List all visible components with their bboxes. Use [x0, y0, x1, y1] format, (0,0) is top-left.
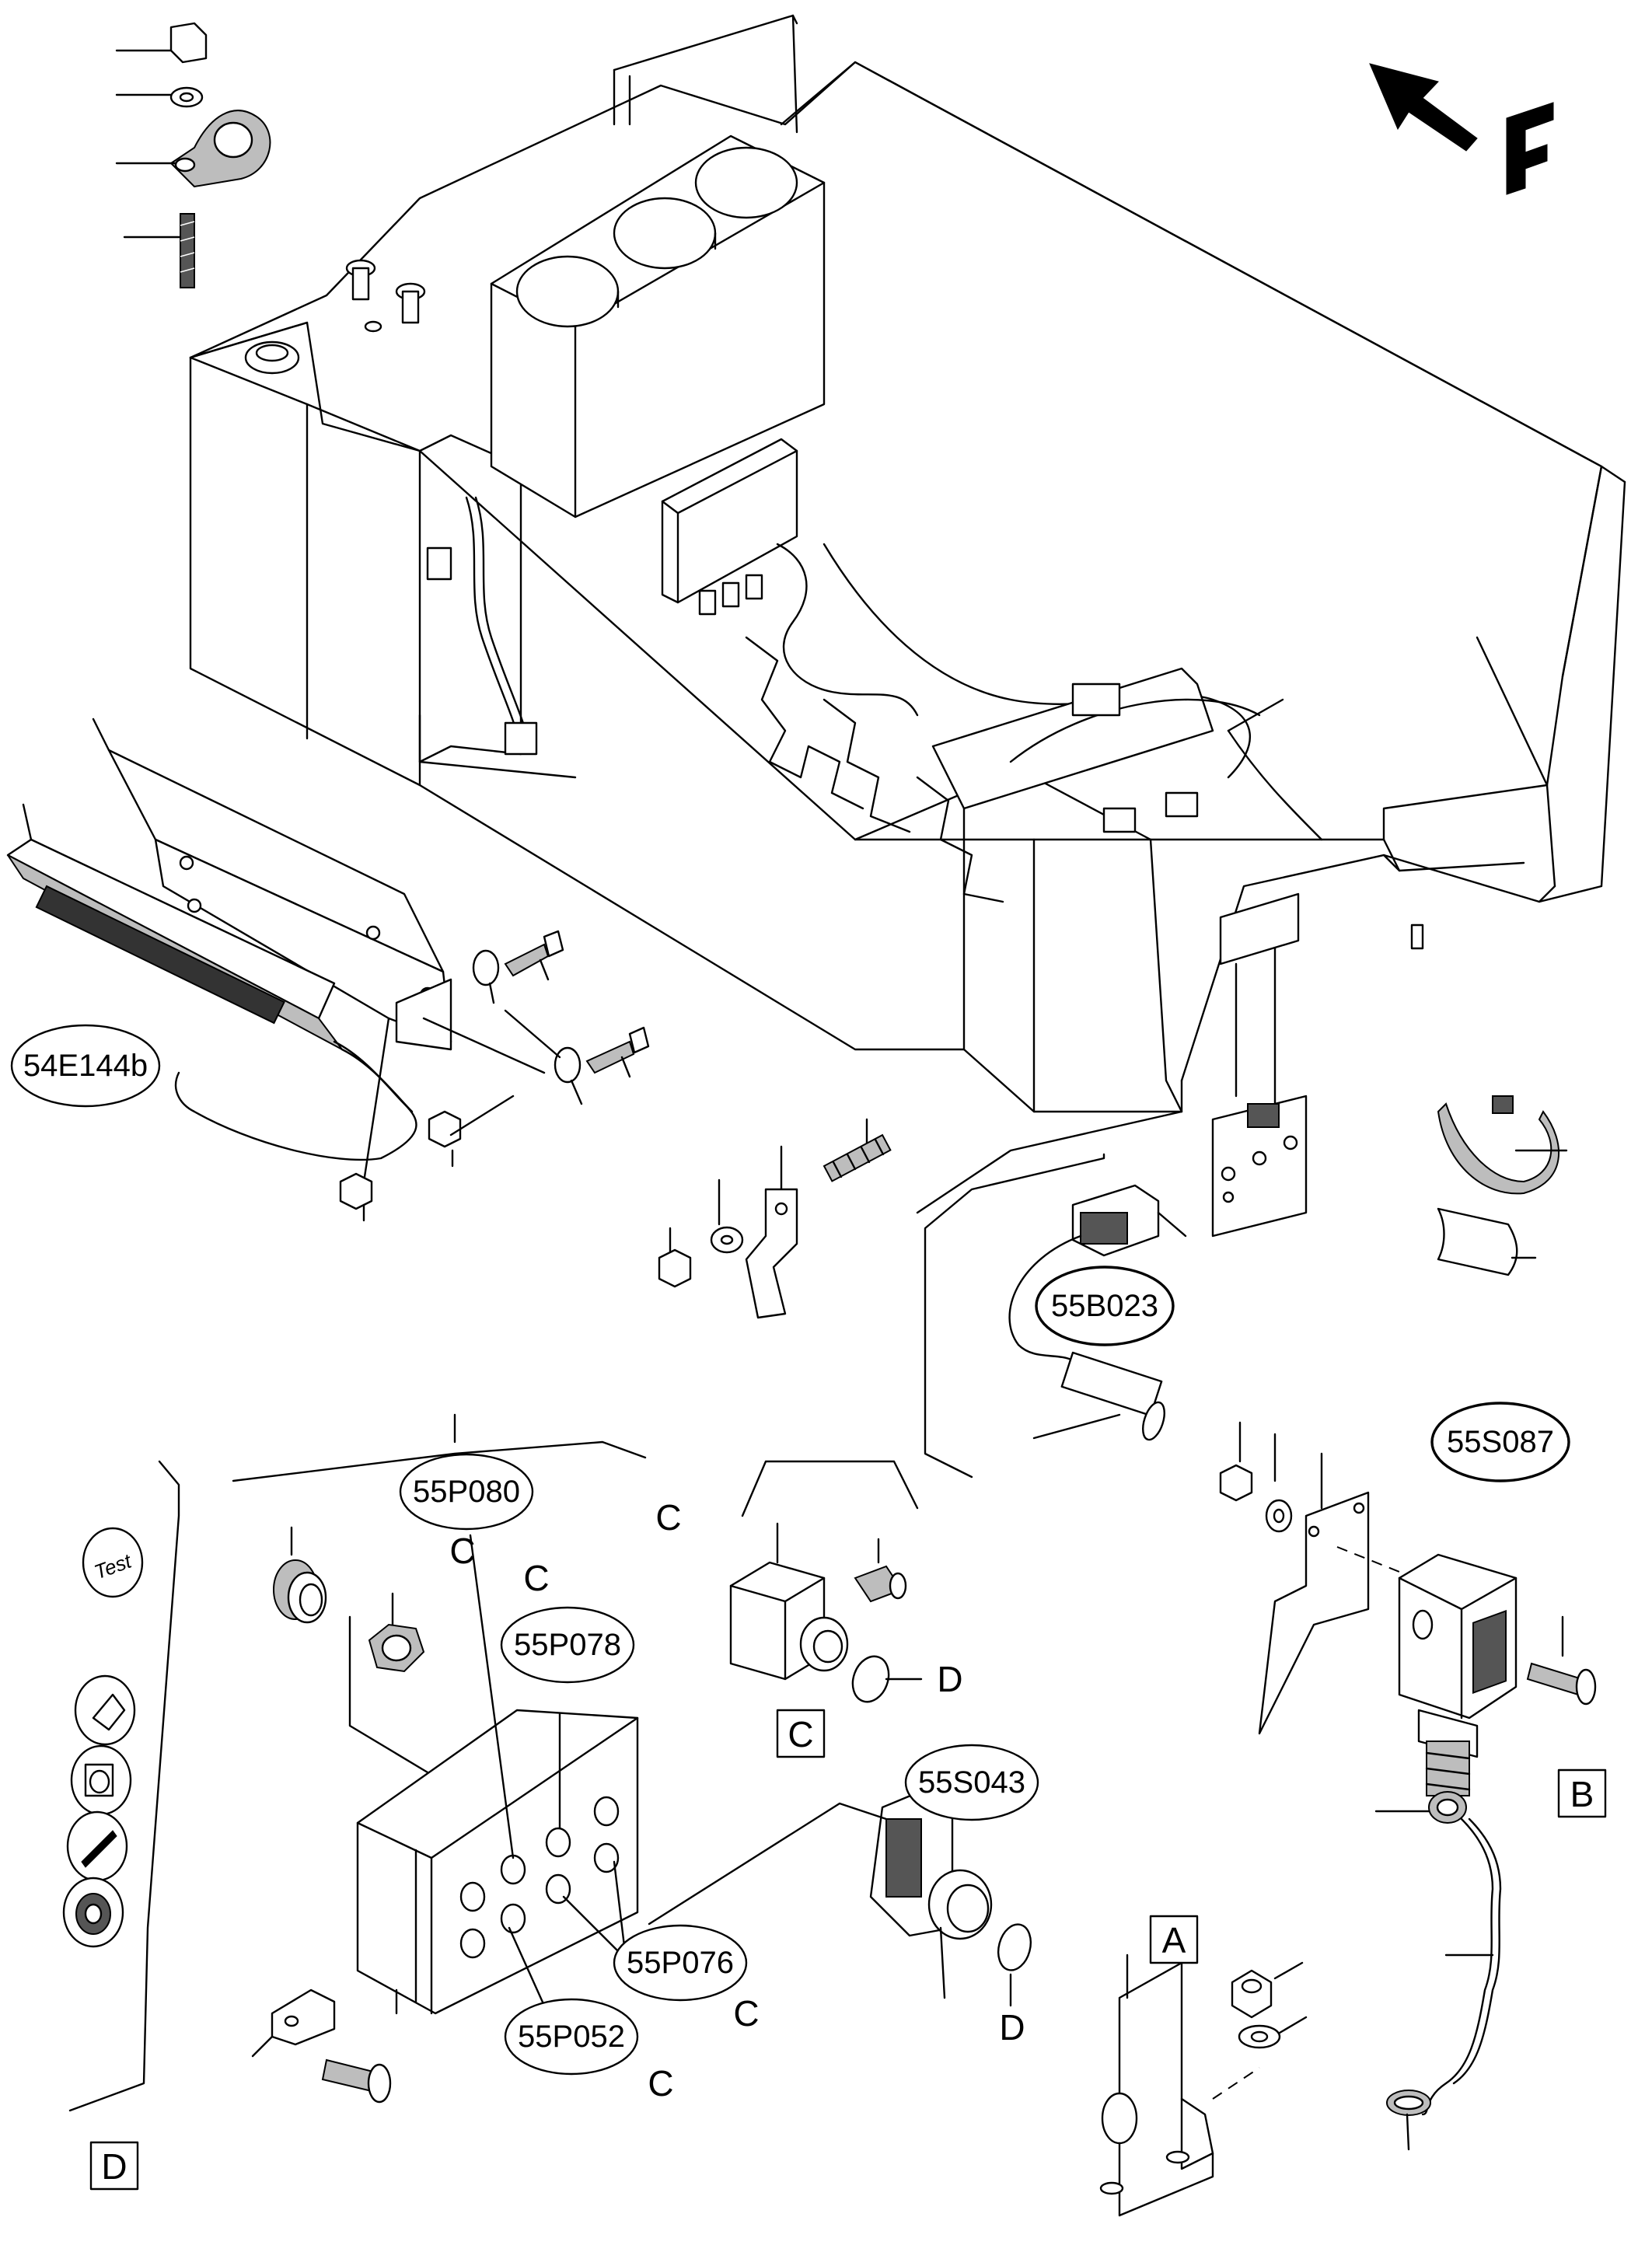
svg-text:55P076: 55P076 — [627, 1946, 734, 1980]
clamp-hardware-stack — [115, 22, 271, 288]
screw-icon — [321, 2058, 375, 2093]
nut-icon — [1219, 1464, 1253, 1502]
switch-55S043 — [648, 1786, 1032, 2007]
callout-55P078: 55P078 — [500, 1606, 635, 1684]
letter-c: C — [733, 1993, 759, 2034]
detail-box-c: C — [776, 1709, 826, 1758]
left-hose — [426, 496, 538, 756]
svg-text:55P078: 55P078 — [514, 1628, 621, 1662]
cable-tie-icon — [1437, 1102, 1559, 1195]
callout-55P080: 55P080 — [399, 1453, 534, 1531]
switch-55S087 — [1219, 1421, 1597, 2151]
callout-55B023: 55B023 — [1035, 1266, 1175, 1346]
svg-text:A: A — [1162, 1920, 1186, 1960]
brake-icon — [70, 1744, 132, 1816]
sleeve — [1437, 1207, 1537, 1276]
svg-text:B: B — [1570, 1774, 1594, 1814]
svg-text:55S087: 55S087 — [1447, 1425, 1554, 1459]
svg-text:54E144b: 54E144b — [23, 1049, 148, 1083]
letter-d: D — [937, 1659, 962, 1699]
center-hardware — [658, 1118, 892, 1319]
front-direction-marker — [1369, 63, 1554, 195]
nut-icon — [339, 1172, 373, 1210]
letter-c: C — [523, 1558, 549, 1598]
svg-text:55P080: 55P080 — [413, 1475, 520, 1509]
washer-icon — [472, 949, 500, 986]
svg-text:C: C — [788, 1714, 813, 1754]
battery-block — [490, 134, 826, 518]
svg-text:D: D — [101, 2146, 127, 2187]
valve-assembly — [661, 438, 1323, 903]
svg-text:55S043: 55S043 — [918, 1765, 1025, 1800]
detail-a-bracket — [1099, 1953, 1308, 2217]
callout-55S087: 55S087 — [1430, 1402, 1570, 1482]
detail-box-a: A — [1149, 1915, 1199, 1964]
callout-55S043: 55S043 — [904, 1744, 1039, 1821]
mounting-plate-icon — [1258, 1491, 1370, 1735]
callout-55P076: 55P076 — [613, 1924, 748, 2002]
right-bracket — [1211, 892, 1424, 1238]
callout-55P052: 55P052 — [504, 1998, 639, 2076]
letter-d: D — [999, 2007, 1025, 2048]
indicator-symbols — [62, 1674, 136, 1948]
letter-c: C — [655, 1497, 681, 1538]
detail-box-d: D — [89, 2141, 139, 2191]
detail-box-b: B — [1557, 1768, 1607, 1818]
nut-icon — [658, 1248, 692, 1288]
test-button: Test — [82, 1527, 144, 1598]
detail-c-light — [729, 1460, 923, 1703]
sensor-55B023 — [924, 1153, 1187, 1479]
letter-c: C — [648, 2063, 673, 2104]
bolt-icon — [585, 1040, 635, 1074]
front-arrow-icon — [1369, 63, 1478, 152]
horn-icon — [74, 1674, 136, 1746]
chain-icon — [1421, 1817, 1494, 2116]
letter-markers: C C C C C D D — [449, 1497, 1025, 2104]
screw-icon — [180, 213, 195, 288]
spring-icon — [823, 1133, 892, 1182]
svg-text:55B023: 55B023 — [1051, 1289, 1158, 1323]
nut-icon — [169, 22, 208, 64]
letter-c: C — [449, 1531, 475, 1571]
control-panel-box — [232, 1413, 647, 2104]
bolt-icon — [1526, 1662, 1584, 1696]
lamp-assembly — [6, 718, 650, 1222]
callout-54E144b: 54E144b — [10, 1024, 161, 1108]
f-letter-glyph — [1506, 102, 1554, 195]
angle-bracket-icon — [745, 1188, 798, 1319]
nut-icon — [1231, 1969, 1273, 2019]
washer-icon — [554, 1046, 582, 1084]
nut-icon — [428, 1110, 462, 1148]
bolt-icon — [504, 943, 550, 977]
cable-tie — [1437, 1095, 1568, 1195]
detail-d-panel-face: Test — [62, 1460, 180, 2112]
lamp-grille — [35, 885, 285, 1025]
svg-text:55P052: 55P052 — [518, 2020, 625, 2054]
